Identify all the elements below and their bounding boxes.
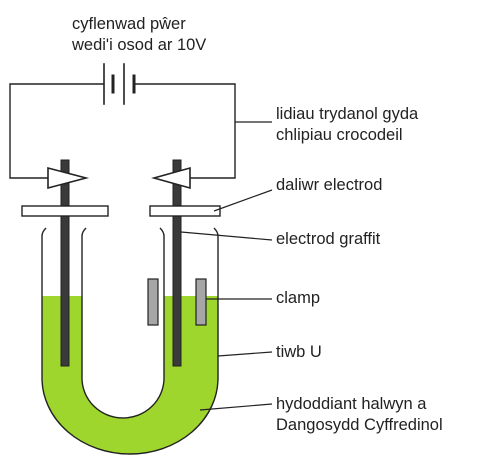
leader-holder (213, 189, 273, 212)
left-electrode-holder (21, 205, 109, 217)
electrode-label: electrod graffit (276, 230, 381, 248)
u-tube-outer-wall (41, 236, 219, 455)
solution-label: hydoddiant halwyn a Dangosydd Cyffredino… (276, 394, 443, 436)
clamp-label: clamp (276, 289, 321, 307)
leads-label-line-2: chlipiau crocodeil (276, 126, 403, 144)
right-crocodile-clip (151, 166, 191, 190)
power-supply-line-1: cyflenwad pŵer (72, 15, 186, 33)
left-graphite-electrode (60, 159, 70, 367)
leader-electrode (180, 231, 273, 241)
u-tube (41, 227, 219, 455)
u-tube-left-rim-outer (41, 227, 47, 237)
right-electrode-holder (149, 205, 221, 217)
leads-label-line-1: lidiau trydanol gyda (276, 105, 419, 123)
leader-solution (199, 403, 273, 411)
solution-label-line-2: Dangosydd Cyffredinol (276, 416, 443, 434)
circuit-wires (9, 83, 236, 179)
left-crocodile-clip (47, 166, 90, 190)
power-supply-line-2: wedi'i osod ar 10V (72, 36, 207, 54)
leader-lines (180, 121, 273, 411)
electrodes (60, 159, 182, 367)
clamp (147, 278, 207, 326)
u-tube-right-rim-inner (159, 227, 165, 237)
solution-label-line-1: hydoddiant halwyn a (276, 395, 427, 413)
right-graphite-electrode (172, 159, 182, 367)
holder-label: daliwr electrod (276, 176, 383, 194)
clamp-left-jaw (147, 278, 159, 326)
power-supply-label: cyflenwad pŵer wedi'i osod ar 10V (72, 14, 206, 56)
battery-symbol (103, 63, 136, 105)
electrode-holders (21, 205, 221, 217)
leader-u-tube (217, 351, 273, 357)
clamp-right-jaw (195, 278, 207, 326)
u-tube-left-rim-inner (81, 227, 87, 237)
leads-label: lidiau trydanol gyda chlipiau crocodeil (276, 104, 418, 146)
crocodile-clips (47, 166, 191, 190)
right-lead-wire (135, 83, 236, 179)
left-lead-wire (9, 83, 104, 179)
u-tube-inner-wall (81, 236, 165, 419)
u-tube-label: tiwb U (276, 343, 322, 361)
